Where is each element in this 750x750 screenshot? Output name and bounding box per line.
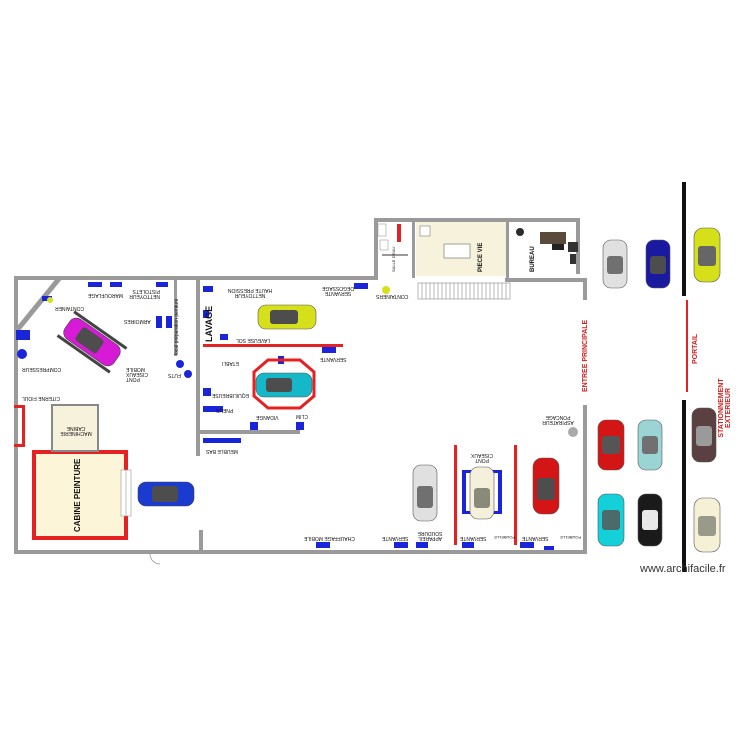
equipment xyxy=(16,282,554,550)
label-entree-principale: ENTREE PRINCIPALE xyxy=(582,319,589,392)
pont-ciseaux-lift xyxy=(462,470,502,514)
car-ext-yellow xyxy=(693,227,721,283)
label-machinerie-cabine: MACHINERIE CABINE xyxy=(60,425,92,436)
car-ext-teal-grey xyxy=(637,419,663,471)
car-ext-cream xyxy=(693,497,721,553)
bureau-furniture xyxy=(516,228,578,264)
car-ext-cyan xyxy=(597,493,625,547)
car-cyan-center xyxy=(255,372,313,398)
label-salle-eau: SALLE D'EAU xyxy=(391,246,396,272)
label-container-left: CONTAINER xyxy=(55,305,85,311)
portail-line xyxy=(686,300,688,392)
label-lavage: LAVAGE xyxy=(204,305,214,342)
aspirateur xyxy=(568,427,578,437)
car-red-inside xyxy=(532,457,560,515)
label-nettoyeur-pistolets: NETTOYEUR PISTOLETS xyxy=(129,288,160,299)
red-markings xyxy=(14,344,517,545)
watermark: www.archifacile.fr xyxy=(640,563,726,575)
label-servante-bottom1: SERVANTE xyxy=(382,535,409,541)
label-futs: FUTS xyxy=(168,372,182,378)
boundary-line-bottom xyxy=(682,400,686,572)
label-poubelle1: POUBELLE xyxy=(494,535,516,540)
label-bureau: BUREAU xyxy=(530,246,536,272)
label-poubelle2: POUBELLE xyxy=(560,535,582,540)
label-nettoyeur-haute-pression: NETTOYEUR HAUTE PRESSION xyxy=(227,287,273,298)
label-servante-mid: SERVANTE xyxy=(320,356,347,362)
label-laveuse-sol: LAVEUSE SOL xyxy=(236,337,271,343)
label-servante-degossage: SERVANTE DEGOSSAGE xyxy=(322,285,354,296)
label-servante-bottom3: SERVANTE xyxy=(522,535,549,541)
staircase xyxy=(417,282,511,300)
car-ext-navy xyxy=(645,239,671,289)
central-lift xyxy=(252,358,316,410)
label-marouflage: MAROUFLAGE xyxy=(88,292,124,298)
car-grey-1 xyxy=(412,464,438,522)
boundary-line-top xyxy=(682,182,686,296)
label-cabine-peinture: CABINE PEINTURE xyxy=(73,458,82,532)
label-servante-bottom2: SERVANTE xyxy=(460,535,487,541)
car-ext-red xyxy=(597,419,625,471)
label-aspirateur-poncage: ASPIRATEUR PONCAGE xyxy=(542,414,574,425)
label-vidange: VIDANGE xyxy=(256,414,279,420)
table xyxy=(443,243,471,259)
label-portail: PORTAIL xyxy=(692,333,699,364)
car-ext-grey xyxy=(602,239,628,289)
label-containers: CONTAINERS xyxy=(376,293,409,299)
label-pont-ciseaux-mobile: PONT CISEAUX MOBILE xyxy=(126,366,148,382)
label-pont-ciseaux: PONT CISEAUX xyxy=(471,452,493,463)
label-stationnement: STATIONNEMENT EXTERIEUR xyxy=(718,378,732,438)
label-local-preparation: local préparation peinture xyxy=(174,298,180,355)
car-blue-cabin xyxy=(137,481,195,507)
label-pneus: PNEUS xyxy=(216,407,234,413)
label-clim: CLIM xyxy=(296,413,308,419)
label-armoires: ARMOIRES xyxy=(124,318,151,324)
label-piece-vie: PIECE VIE xyxy=(478,242,484,272)
label-equilibreuse: EQUILIBREUSE xyxy=(212,392,249,398)
label-citerne-fioul: CITERNE FIOUL xyxy=(22,395,61,401)
car-yellow-lavage xyxy=(257,304,317,330)
door-swing xyxy=(149,553,161,565)
car-magenta xyxy=(56,310,128,374)
label-etabli: ETABLI xyxy=(222,360,239,366)
paint-cabin xyxy=(32,450,132,540)
label-appareil-soudure: APPAREIL SOUDURE xyxy=(417,530,443,541)
car-ext-black xyxy=(637,493,663,547)
car-ext-brown xyxy=(691,407,717,463)
machinerie-cabine xyxy=(51,404,99,452)
car-white-lift xyxy=(469,466,495,520)
label-compresseur: COMPRESSEUR xyxy=(22,366,62,372)
label-chauffage-mobile: CHAUFFAGE MOBILE xyxy=(304,535,355,541)
label-meuble-bas: MEUBLE BAS xyxy=(206,448,238,454)
